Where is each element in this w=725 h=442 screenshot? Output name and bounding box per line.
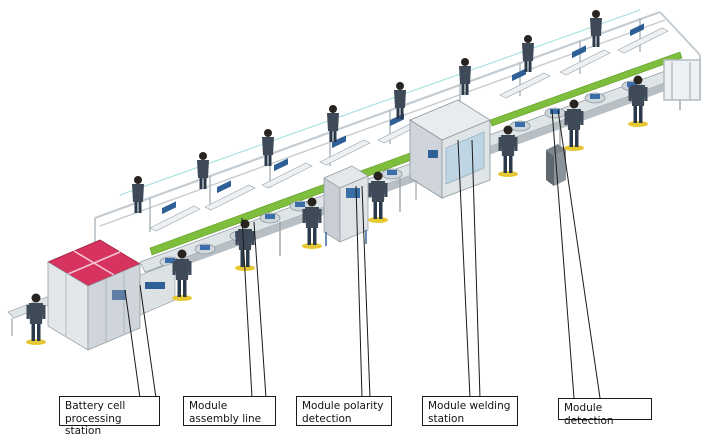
battery-cell-enclosure bbox=[47, 239, 176, 351]
label-module-detection: Module detection bbox=[558, 398, 652, 427]
leader-lines bbox=[124, 109, 601, 399]
label-battery-cell-processing-station: Battery cell processing station bbox=[59, 396, 160, 437]
right-end-frame bbox=[663, 59, 701, 101]
label-module-welding-station: Module welding station bbox=[422, 396, 518, 426]
label-module-assembly-line: Module assembly line bbox=[183, 396, 276, 426]
label-module-polarity-detection: Module polarity detection bbox=[296, 396, 392, 426]
polarity-cabinet bbox=[323, 165, 369, 246]
welding-station bbox=[409, 99, 491, 200]
back-benches bbox=[149, 22, 669, 232]
